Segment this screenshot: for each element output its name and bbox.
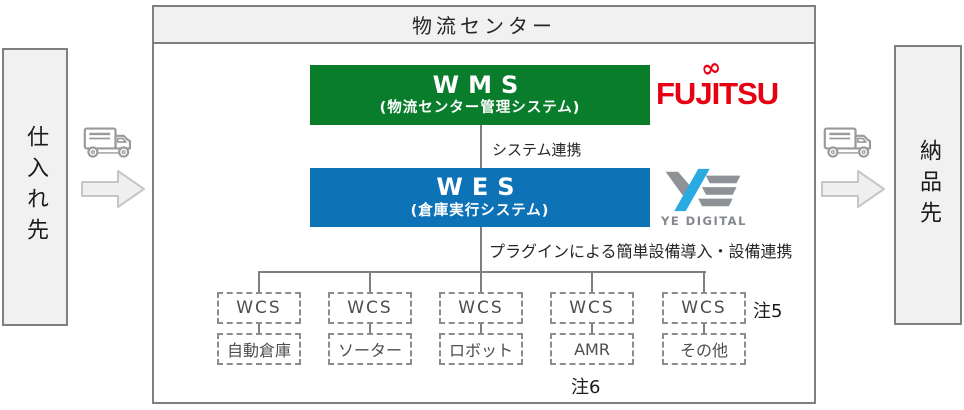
wcs-box-5: WCS [662, 292, 746, 324]
delivery-label: 納品先 [916, 138, 941, 232]
truck-icon [823, 126, 879, 160]
device-box-robot: ロボット [439, 333, 523, 365]
device-stub [703, 324, 705, 333]
wcs-box-3: WCS [439, 292, 523, 324]
arrow-right-icon [820, 167, 886, 211]
ye-digital-wordmark: YE DIGITAL [661, 214, 747, 228]
wes-subtitle: (倉庫実行システム) [410, 202, 550, 219]
wcs-box-2: WCS [328, 292, 412, 324]
branch-stub [591, 271, 593, 292]
ye-digital-logo: YE DIGITAL [659, 167, 775, 229]
wcs-tree-connector [258, 271, 706, 273]
plugin-connector [480, 227, 482, 273]
device-box-sorter: ソーター [328, 333, 412, 365]
ye-digital-mark-icon [665, 168, 741, 212]
device-stub [591, 324, 593, 333]
wms-title: WMS [432, 70, 528, 99]
fujitsu-wordmark: FUJITSU [656, 76, 779, 111]
wcs-box-1: WCS [217, 292, 301, 324]
device-stub [480, 324, 482, 333]
wcs-box-4: WCS [550, 292, 634, 324]
truck-icon [83, 126, 139, 160]
wes-title: WES [436, 173, 524, 202]
fujitsu-logo: ∞ FUJITSU [656, 52, 798, 122]
wms-subtitle: (物流センター管理システム) [379, 100, 581, 117]
device-box-amr: AMR [550, 333, 634, 365]
supplier-panel: 仕入れ先 [2, 48, 68, 326]
supplier-label: 仕入れ先 [23, 125, 48, 249]
wes-box: WES (倉庫実行システム) [310, 168, 650, 227]
system-link-connector [480, 125, 482, 168]
device-box-other: その他 [662, 333, 746, 365]
device-box-auto-warehouse: 自動倉庫 [217, 333, 301, 365]
delivery-panel: 納品先 [894, 45, 962, 325]
device-stub [369, 324, 371, 333]
branch-stub [480, 271, 482, 292]
device-stub [258, 324, 260, 333]
branch-stub [703, 271, 705, 292]
note-6: 注6 [571, 377, 601, 398]
logistics-center-title: 物流センター [154, 7, 814, 44]
wms-box: WMS (物流センター管理システム) [310, 65, 650, 125]
arrow-right-icon [80, 167, 146, 211]
branch-stub [369, 271, 371, 292]
note-5: 注5 [753, 301, 783, 322]
branch-stub [258, 271, 260, 292]
system-link-label: システム連携 [492, 141, 582, 159]
plugin-label: プラグインによる簡単設備導入・設備連携 [489, 242, 793, 261]
